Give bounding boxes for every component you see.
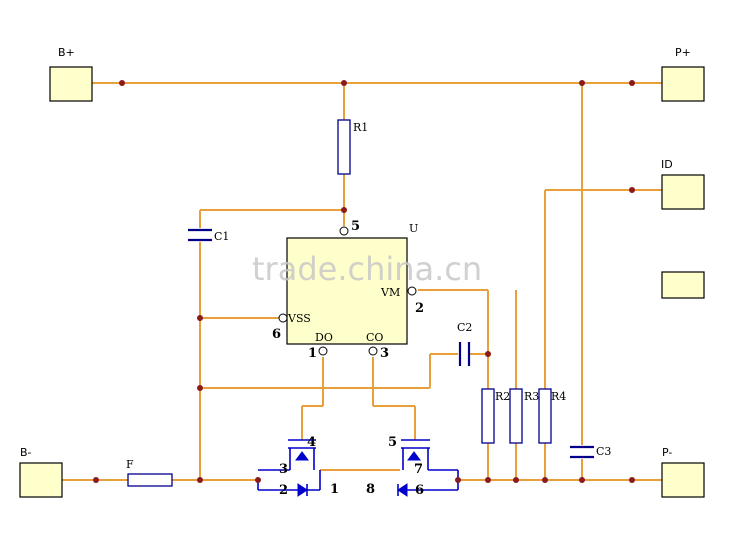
- capacitor-c3-label: C3: [596, 445, 611, 458]
- ic-ref-label: U: [409, 222, 418, 235]
- capacitor-c2-label: C2: [457, 321, 472, 334]
- ic-vss-label: VSS: [287, 312, 311, 325]
- capacitor-c3: C3: [570, 445, 611, 459]
- q2-pin7-number: 7: [414, 462, 423, 477]
- q1-pin1-number: 1: [330, 482, 339, 497]
- q1-pin3-number: 3: [279, 462, 288, 477]
- protection-ic: U 5 VM 2 VSS 6 DO CO 1 3: [272, 219, 424, 361]
- junction-dots: [93, 80, 635, 483]
- resistor-r1-label: R1: [353, 121, 368, 134]
- capacitor-c1: C1: [188, 228, 229, 243]
- terminal-b-plus-label: B+: [58, 46, 75, 59]
- ic-pin1-number: 1: [308, 346, 317, 361]
- q1-pin2-number: 2: [279, 483, 288, 498]
- resistor-r4-label: R4: [551, 390, 566, 403]
- terminal-b-plus: B+: [49, 46, 93, 102]
- fuse-f-label: F: [126, 458, 134, 471]
- resistor-r2-label: R2: [495, 390, 510, 403]
- terminal-id: ID: [661, 158, 705, 210]
- watermark-text: trade.china.cn: [252, 250, 482, 288]
- resistor-r2: R2: [481, 388, 510, 444]
- terminal-p-minus: P-: [661, 446, 705, 498]
- terminal-p-minus-label: P-: [662, 446, 672, 459]
- q1-pin4-number: 4: [307, 435, 316, 450]
- ic-vm-label: VM: [380, 286, 400, 299]
- resistor-r3: R3: [509, 388, 539, 444]
- terminal-b-minus: B-: [19, 446, 63, 498]
- ic-pin5-number: 5: [351, 219, 360, 234]
- ic-pin2-number: 2: [415, 301, 424, 316]
- terminal-p-plus-label: P+: [675, 46, 691, 59]
- ic-pin3-number: 3: [380, 346, 389, 361]
- q2-pin8-number: 8: [366, 482, 375, 497]
- capacitor-c1-label: C1: [214, 230, 229, 243]
- resistor-r1: R1: [337, 119, 368, 175]
- terminal-id-partial: [661, 271, 705, 299]
- resistor-r3-label: R3: [524, 390, 539, 403]
- q2-pin6-number: 6: [415, 483, 424, 498]
- resistor-r4: R4: [538, 388, 566, 444]
- mosfet-q1: 4 3 2 1: [257, 435, 339, 498]
- ic-pin6-number: 6: [272, 327, 281, 342]
- terminal-b-minus-label: B-: [20, 446, 32, 459]
- terminal-p-plus: P+: [661, 46, 705, 102]
- ic-do-label: DO: [315, 331, 333, 344]
- fuse-f: F: [126, 458, 173, 487]
- terminal-id-label: ID: [661, 158, 673, 171]
- mosfet-q2: 5 7 6 8: [366, 435, 459, 498]
- wires: [62, 82, 662, 481]
- q2-pin5-number: 5: [388, 435, 397, 450]
- capacitor-c2: C2: [457, 321, 472, 366]
- ic-co-label: CO: [366, 331, 383, 344]
